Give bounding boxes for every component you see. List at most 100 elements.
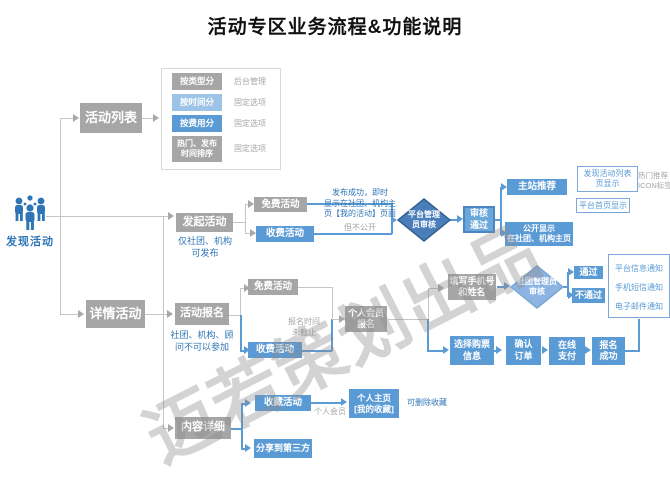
filter-note: 后台管理 bbox=[234, 77, 266, 86]
node-review-pass: 审核 通过 bbox=[463, 206, 495, 233]
flow-line bbox=[497, 286, 505, 288]
node-online-pay: 在线 支付 bbox=[549, 337, 585, 365]
flow-line bbox=[428, 288, 438, 289]
flow-line bbox=[60, 216, 168, 217]
flow-line bbox=[240, 315, 242, 351]
node-collect-activity: 收藏活动 bbox=[255, 395, 311, 411]
people-icon bbox=[10, 192, 50, 234]
node-personal-homepage: 个人主页 [我的收藏] bbox=[349, 389, 399, 418]
node-discover-list-show: 发现活动列表 页显示 bbox=[577, 166, 638, 192]
filter-note: 固定选项 bbox=[234, 119, 266, 128]
node-site-recommend: 主站推荐 bbox=[507, 179, 567, 195]
flow-line bbox=[314, 233, 392, 235]
node-pass: 通过 bbox=[574, 266, 603, 279]
notification-box: 平台信息通知 手机短信通知 电子邮件通知 bbox=[608, 254, 670, 318]
filter-note: 固定选项 bbox=[234, 98, 266, 107]
flow-line bbox=[241, 403, 245, 405]
flow-arrow bbox=[168, 212, 174, 220]
flow-line bbox=[450, 219, 458, 221]
flow-arrow bbox=[153, 114, 159, 122]
flow-line bbox=[388, 319, 428, 320]
flow-arrow bbox=[78, 310, 84, 318]
node-launch-activity: 发起活动 bbox=[176, 213, 233, 232]
flow-line bbox=[163, 217, 164, 428]
flow-line bbox=[142, 118, 153, 119]
node-activity-signup: 活动报名 bbox=[175, 303, 229, 325]
discover-label: 发现活动 bbox=[6, 236, 54, 248]
flow-arrow bbox=[443, 346, 449, 354]
notify-email: 电子邮件通知 bbox=[615, 302, 663, 311]
flow-line bbox=[60, 314, 78, 315]
flow-line bbox=[495, 219, 501, 221]
node-public-show: 公开显示 在社团、机构主页 bbox=[505, 222, 573, 246]
flow-line bbox=[245, 233, 250, 234]
flow-arrow bbox=[244, 346, 250, 354]
flow-line bbox=[60, 118, 73, 119]
flow-arrow bbox=[167, 310, 173, 318]
decision-platform-review: 平台管理 员审核 bbox=[397, 198, 451, 242]
flow-line bbox=[233, 222, 245, 223]
flow-arrow bbox=[542, 346, 548, 354]
flow-arrow bbox=[501, 229, 507, 237]
flow-arrow bbox=[341, 398, 347, 406]
node-activity-detail: 详情活动 bbox=[86, 300, 145, 328]
flow-arrow bbox=[457, 215, 463, 223]
collect-note: 个人会员 bbox=[314, 407, 346, 416]
flow-arrow bbox=[504, 282, 510, 290]
deadline-note: 报名时间 未截止 bbox=[288, 317, 320, 337]
flow-line bbox=[145, 314, 167, 315]
flow-arrow bbox=[496, 346, 502, 354]
node-fail: 不通过 bbox=[572, 288, 605, 303]
flow-line bbox=[494, 350, 496, 352]
decision-club-review: 社团管理员 审核 bbox=[510, 265, 564, 309]
node-content-detail: 内容详细 bbox=[175, 417, 231, 439]
flow-line bbox=[332, 287, 333, 319]
node-activity-list: 活动列表 bbox=[80, 103, 142, 133]
flow-line bbox=[241, 448, 245, 450]
flow-arrow bbox=[501, 183, 507, 191]
flow-arrow bbox=[339, 315, 345, 323]
flow-line bbox=[302, 350, 332, 352]
filter-by-fee: 按费用分 bbox=[172, 115, 222, 132]
flow-line bbox=[307, 203, 392, 205]
flow-line bbox=[562, 286, 568, 288]
flow-line bbox=[331, 319, 333, 351]
flow-arrow bbox=[245, 444, 251, 452]
flow-arrow bbox=[391, 216, 397, 224]
filter-by-type: 按类型分 bbox=[172, 73, 222, 90]
flow-line bbox=[245, 204, 246, 234]
flow-line bbox=[46, 216, 60, 217]
filter-by-sort: 热门、发布 时间排序 bbox=[172, 136, 222, 162]
flow-arrow bbox=[73, 114, 79, 122]
notify-platform: 平台信息通知 bbox=[615, 264, 663, 273]
node-member-signup: 个人会员 报名 bbox=[345, 306, 387, 332]
node-signup-success: 报名 成功 bbox=[592, 337, 625, 365]
filter-note: 固定选项 bbox=[234, 144, 266, 153]
flow-line bbox=[427, 350, 443, 352]
decision-label: 平台管理 员审核 bbox=[408, 210, 440, 229]
flow-arrow bbox=[568, 268, 574, 276]
node-home-show: 平台首页显示 bbox=[576, 198, 630, 213]
flow-arrow bbox=[250, 229, 256, 237]
flow-line bbox=[231, 428, 242, 430]
flow-line bbox=[229, 315, 240, 316]
node-free-activity: 免费活动 bbox=[254, 197, 307, 212]
node-paid-signup: 收费活动 bbox=[248, 342, 302, 358]
filter-by-time: 按时间分 bbox=[172, 94, 222, 111]
not-public-note: 但不公开 bbox=[344, 223, 376, 232]
flow-arrow bbox=[248, 200, 254, 208]
flow-arrow bbox=[568, 291, 574, 299]
flow-line bbox=[163, 428, 168, 429]
flow-arrow bbox=[245, 399, 251, 407]
flow-line bbox=[240, 288, 244, 289]
flow-arrow bbox=[244, 284, 250, 292]
flow-line bbox=[427, 319, 429, 352]
flow-line bbox=[241, 403, 243, 450]
flow-line bbox=[332, 319, 339, 320]
flow-arrow bbox=[585, 346, 591, 354]
node-share-third-party: 分享到第三方 bbox=[254, 439, 312, 458]
node-choose-ticket: 选择购票 信息 bbox=[450, 336, 494, 365]
node-confirm-order: 确认 订单 bbox=[506, 336, 541, 365]
decision-label: 社团管理员 审核 bbox=[517, 277, 557, 296]
